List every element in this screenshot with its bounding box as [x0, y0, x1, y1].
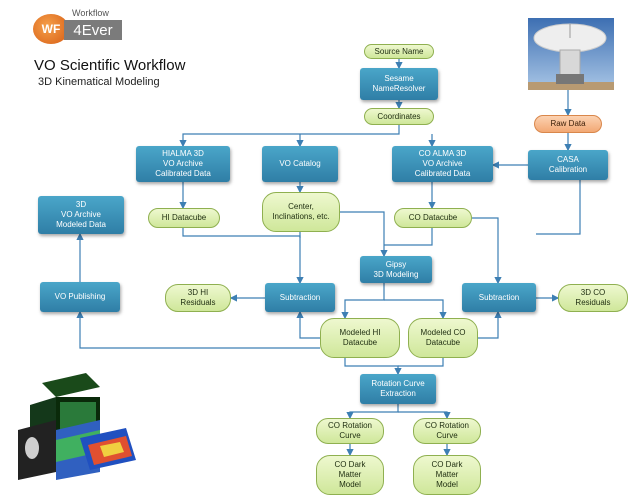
vo-publishing-node[interactable]: VO Publishing [40, 282, 120, 312]
subtraction-hi-node[interactable]: Subtraction [265, 283, 335, 312]
sesame-resolver-node[interactable]: Sesame NameResolver [360, 68, 438, 100]
co-dark-matter-2-node[interactable]: CO Dark Matter Model [413, 455, 481, 495]
source-name-node[interactable]: Source Name [364, 44, 434, 59]
modeled-co-node[interactable]: Modeled CO Datacube [408, 318, 478, 358]
co-residuals-node[interactable]: 3D CO Residuals [558, 284, 628, 312]
radio-telescope-photo [528, 18, 614, 90]
rotation-curve-extraction-node[interactable]: Rotation Curve Extraction [360, 374, 436, 404]
page-title: VO Scientific Workflow [34, 57, 186, 74]
vo-archive-modeled-node[interactable]: 3D VO Archive Modeled Data [38, 196, 124, 234]
hi-datacube-node[interactable]: HI Datacube [148, 208, 220, 228]
subtraction-co-node[interactable]: Subtraction [462, 283, 536, 312]
hi-residuals-node[interactable]: 3D HI Residuals [165, 284, 231, 312]
logo-mark-icon: WF [33, 14, 69, 44]
co-rotation-curve-1-node[interactable]: CO Rotation Curve [316, 418, 384, 444]
logo-brand: 4Ever [64, 20, 122, 40]
co-datacube-node[interactable]: CO Datacube [394, 208, 472, 228]
datacube-graphic [18, 373, 136, 480]
page-subtitle: 3D Kinematical Modeling [38, 76, 160, 88]
casa-calibration-node[interactable]: CASA Calibration [528, 150, 608, 180]
co-alma-archive-node[interactable]: CO ALMA 3D VO Archive Calibrated Data [392, 146, 493, 182]
raw-data-node[interactable]: Raw Data [534, 115, 602, 133]
modeled-hi-node[interactable]: Modeled HI Datacube [320, 318, 400, 358]
co-dark-matter-1-node[interactable]: CO Dark Matter Model [316, 455, 384, 495]
coordinates-node[interactable]: Coordinates [364, 108, 434, 125]
halma-archive-node[interactable]: HIALMA 3D VO Archive Calibrated Data [136, 146, 230, 182]
co-rotation-curve-2-node[interactable]: CO Rotation Curve [413, 418, 481, 444]
logo-workflow-text: Workflow [72, 8, 109, 18]
vo-catalog-node[interactable]: VO Catalog [262, 146, 338, 182]
connectors [76, 58, 581, 457]
gipsy-modeling-node[interactable]: Gipsy 3D Modeling [360, 256, 432, 283]
center-inclinations-node[interactable]: Center, Inclinations, etc. [262, 192, 340, 232]
